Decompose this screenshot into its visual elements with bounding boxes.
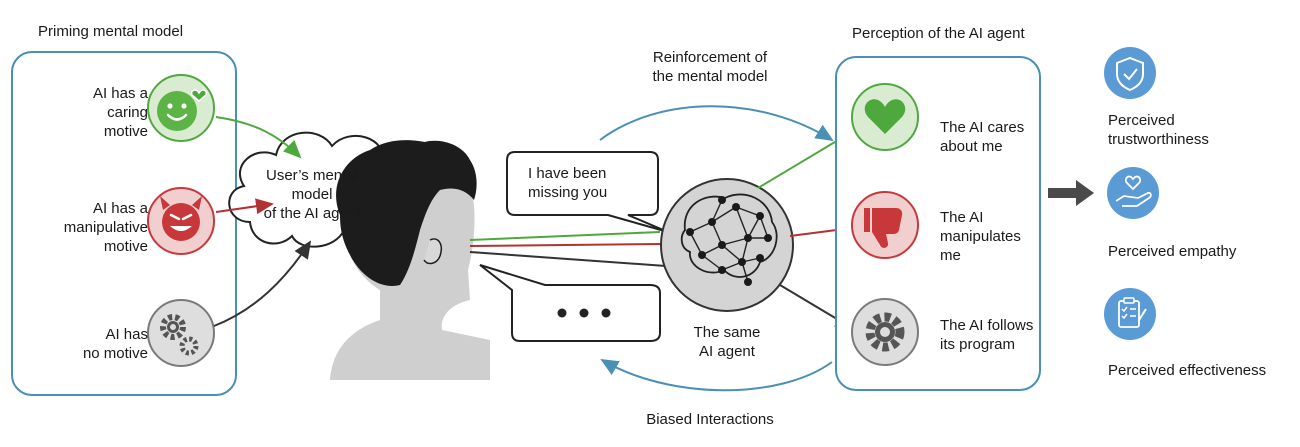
outcome-arrow bbox=[1048, 180, 1094, 206]
agent-speech-bubble bbox=[506, 151, 669, 233]
empathy-label: Perceived empathy bbox=[1108, 243, 1237, 260]
no-motive-arrow bbox=[213, 240, 312, 327]
manipulates-label: The AI manipulates me bbox=[940, 209, 1021, 264]
user-speech-bubble bbox=[479, 264, 661, 342]
biased-interactions-arrow bbox=[600, 358, 833, 392]
follows-label: The AI follows its program bbox=[940, 317, 1034, 353]
ai-agent-brain-icon bbox=[660, 178, 794, 312]
gear-icon bbox=[851, 298, 919, 366]
gears-icon bbox=[147, 299, 215, 367]
head-to-agent-dark bbox=[469, 251, 667, 267]
caring-arrow bbox=[215, 116, 302, 159]
priming-title: Priming mental model bbox=[38, 23, 184, 40]
manipulative-motive-label: AI has a manipulative motive bbox=[63, 200, 148, 255]
reinforcement-arrow bbox=[599, 105, 834, 142]
caring-motive-label: AI has a caring motive bbox=[92, 85, 148, 140]
reinforcement-label: Reinforcement of the mental model bbox=[652, 49, 768, 85]
heart-icon bbox=[851, 83, 919, 151]
manipulative-arrow bbox=[215, 198, 274, 215]
biased-interactions-label: Biased Interactions bbox=[646, 411, 774, 428]
thumbs-down-icon bbox=[851, 191, 919, 259]
agent-message-text: I have been missing you bbox=[528, 165, 608, 201]
no-motive-label: AI has no motive bbox=[82, 326, 148, 362]
hand-heart-icon bbox=[1107, 167, 1159, 219]
devil-face-icon bbox=[147, 187, 215, 255]
shield-check-icon bbox=[1104, 47, 1156, 99]
cares-label: The AI cares about me bbox=[940, 119, 1025, 155]
effectiveness-label: Perceived effectiveness bbox=[1108, 362, 1267, 379]
caring-face-icon bbox=[147, 74, 215, 142]
same-agent-label: The same AI agent bbox=[693, 324, 761, 360]
mental-model-label: User’s mental model of the AI agent bbox=[263, 167, 361, 222]
clipboard-check-icon bbox=[1104, 288, 1156, 340]
perception-title: Perception of the AI agent bbox=[852, 25, 1025, 42]
head-to-agent-green bbox=[469, 231, 661, 241]
user-head-figure bbox=[330, 140, 490, 380]
head-to-agent-red bbox=[469, 243, 665, 247]
trustworthiness-label: Perceived trustworthiness bbox=[1108, 112, 1209, 148]
